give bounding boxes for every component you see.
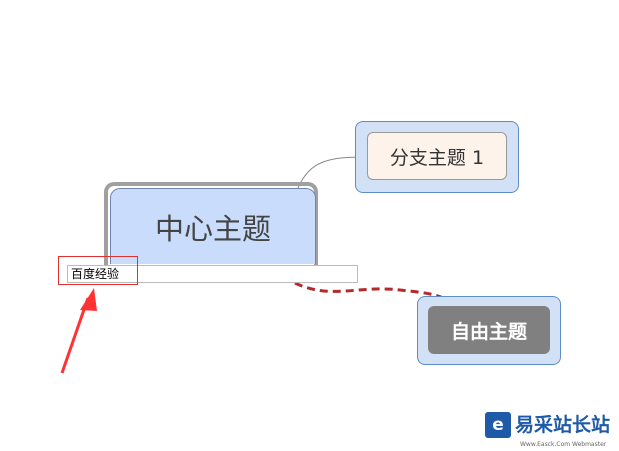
watermark-logo: e 易采站长站 bbox=[485, 412, 610, 438]
annotation-highlight-box bbox=[58, 256, 138, 285]
central-topic-selection bbox=[104, 182, 318, 265]
logo-icon: e bbox=[485, 412, 511, 438]
branch-topic[interactable]: 分支主题 1 bbox=[367, 132, 507, 180]
topic-edit-input[interactable]: 百度经验 bbox=[67, 265, 358, 283]
annotation-arrowhead bbox=[80, 288, 97, 311]
logo-text: 易采站长站 bbox=[515, 414, 611, 436]
floating-topic[interactable]: 自由主题 bbox=[428, 306, 550, 354]
annotation-arrow-line bbox=[60, 297, 90, 374]
central-topic[interactable]: 中心主题 bbox=[110, 188, 316, 264]
logo-subtext: Www.Easck.Com Webmaster bbox=[520, 441, 607, 448]
